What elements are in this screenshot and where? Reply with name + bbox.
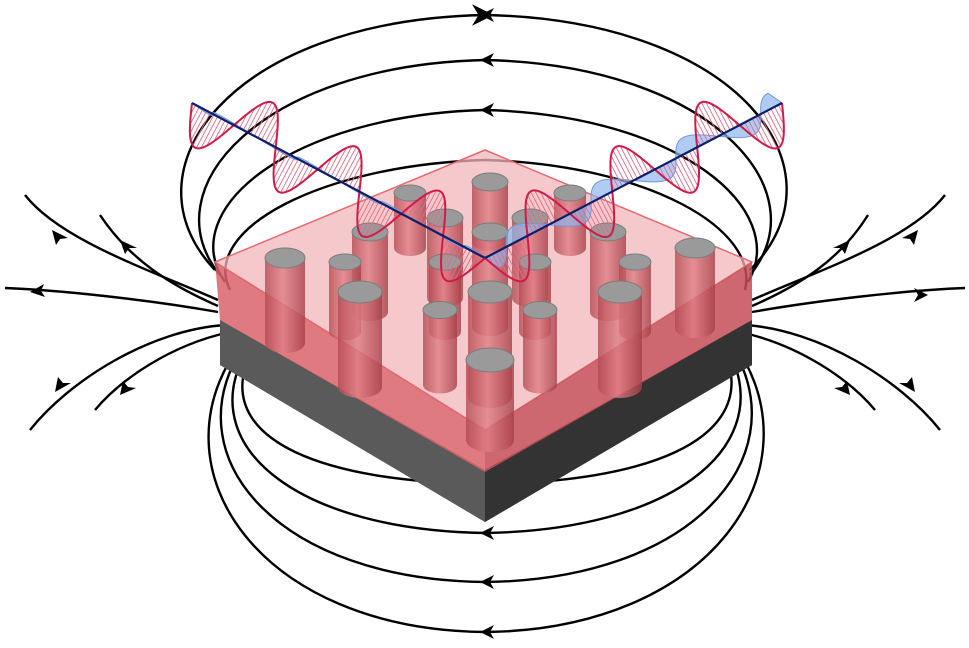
wave-electric-component-incident	[188, 100, 486, 283]
wave-electric-component-reflected	[484, 100, 785, 283]
arrowhead-icon	[30, 8, 928, 639]
nanopillar	[422, 301, 458, 394]
field-line-left-3	[4, 286, 219, 314]
field-line-left-2	[99, 214, 219, 308]
field-line-right-5	[739, 330, 876, 411]
field-line-right-4	[744, 323, 941, 431]
field-line-left-1	[24, 194, 219, 302]
em-wave-icon	[188, 92, 785, 283]
field-line-right-1	[751, 194, 946, 302]
nanopillar	[465, 347, 515, 452]
substrate	[220, 320, 752, 522]
field-line-left-5	[94, 330, 231, 411]
nanopillar	[337, 280, 383, 398]
nanopillar	[393, 184, 427, 256]
field-line-right-3	[751, 286, 966, 314]
nanopillar	[597, 280, 643, 398]
nanopillar	[522, 301, 558, 394]
field-line-right-2	[751, 214, 870, 308]
wave-axis-reflected	[484, 102, 783, 259]
field-line-left-4	[29, 323, 226, 431]
nanopillar	[674, 237, 716, 338]
nanopillar	[264, 247, 306, 353]
wave-axis-incident	[191, 102, 486, 259]
